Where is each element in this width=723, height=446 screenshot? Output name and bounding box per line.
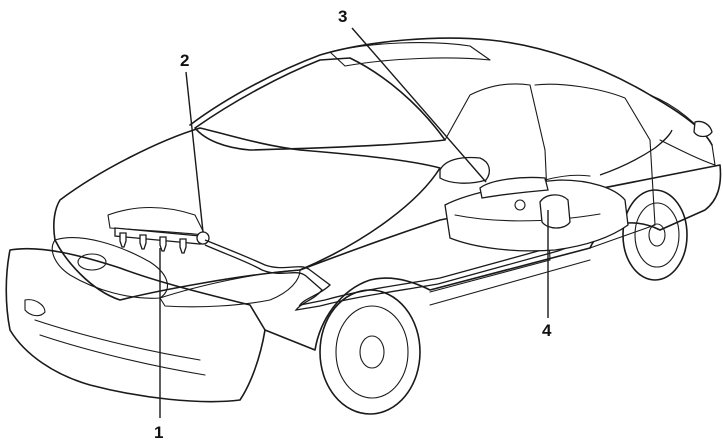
lower-grille (34, 319, 206, 376)
fuel-rail (114, 227, 201, 245)
front-bumper (5, 247, 266, 403)
brand-emblem (77, 253, 107, 271)
leader-3 (351, 27, 487, 183)
fuel-rail-assembly (107, 206, 210, 254)
pressure-regulator (196, 231, 210, 245)
fuel-pump (539, 194, 571, 229)
filler-hose (599, 129, 673, 176)
charcoal-canister (479, 174, 591, 199)
callout-4: 4 (542, 321, 552, 340)
rear-door (534, 83, 656, 249)
trunk-lid (649, 94, 716, 166)
injector-4 (179, 238, 187, 254)
side-body (264, 164, 722, 351)
fog-lamp-left (24, 299, 46, 317)
injector-3 (159, 236, 167, 252)
rocker-line (429, 259, 591, 306)
headlight (159, 269, 301, 308)
hood (53, 127, 441, 301)
callout-1: 1 (154, 423, 164, 442)
callout-2: 2 (180, 51, 190, 70)
roof-outline (189, 37, 713, 146)
grille (51, 237, 168, 299)
rear-wheel (622, 189, 688, 281)
side-mirror (439, 156, 491, 184)
front-door (429, 83, 551, 293)
injector-1 (119, 232, 127, 248)
front-wheel (319, 289, 421, 415)
car-body (5, 37, 722, 403)
injector-2 (139, 234, 147, 250)
windshield (194, 57, 446, 151)
sender-unit (514, 199, 526, 211)
tail-light (693, 120, 713, 138)
leader-2 (185, 71, 204, 233)
injectors (119, 232, 187, 254)
callout-3: 3 (338, 7, 348, 26)
